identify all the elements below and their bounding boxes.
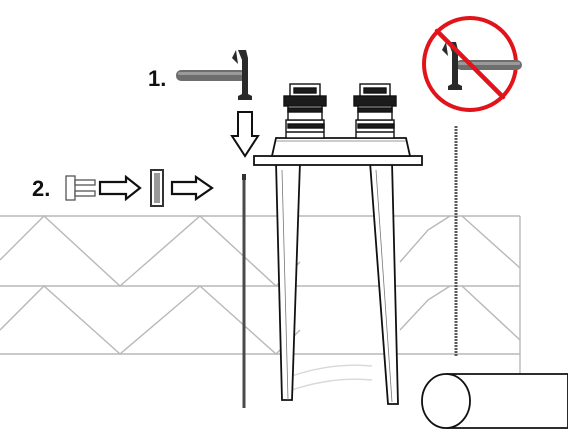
plug-side-icon [150,169,164,207]
right-arrow-icon [98,174,142,202]
down-arrow-icon [230,111,260,158]
junction-post [253,137,423,405]
pipe [421,373,568,429]
step-2-number: 2. [32,176,50,201]
connector-left [283,83,327,139]
ground-rod-left [242,174,246,408]
prohibited-sign [422,16,522,112]
hammer-icon [176,50,252,100]
step-1-number: 1. [148,66,166,91]
plug-insert-icon [65,175,96,201]
right-arrow-icon [170,174,214,202]
connector-right [353,83,397,139]
ground-layers [0,215,521,393]
